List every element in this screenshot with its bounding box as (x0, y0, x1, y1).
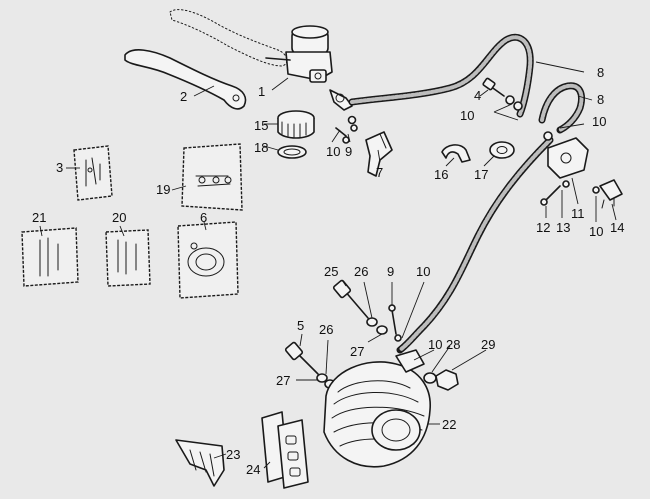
callout-10-block: 10 (592, 114, 606, 129)
callout-15: 15 (254, 118, 268, 133)
block-mount-bolt (540, 180, 570, 206)
kit-bag-19 (181, 143, 243, 211)
caliper-bleed-screw (388, 304, 402, 342)
bleed-screw-upper (335, 127, 350, 144)
callout-labels: 1 2 3 4 5 6 7 8 8 9 9 10 10 10 10 10 10 … (32, 65, 624, 477)
callout-25: 25 (324, 264, 338, 279)
callout-17: 17 (474, 167, 488, 182)
caliper-bolt-upper (332, 279, 388, 335)
brake-caliper (323, 349, 431, 468)
callout-10-upper: 10 (326, 144, 340, 159)
kit-bag-21 (21, 227, 79, 287)
callout-11: 11 (571, 206, 585, 221)
callout-29: 29 (481, 337, 495, 352)
brake-pads (261, 411, 309, 489)
callout-12: 12 (536, 220, 550, 235)
caliper-nut (435, 369, 459, 391)
callout-1: 1 (258, 84, 265, 99)
leader-lines (39, 61, 617, 469)
kit-bag-20 (105, 229, 151, 287)
master-cylinder (265, 25, 333, 83)
callout-24: 24 (246, 462, 260, 477)
callout-18: 18 (254, 140, 268, 155)
caliper-bolt-lower (284, 341, 336, 389)
brake-hose-upper-texture (350, 35, 533, 116)
pad-springs (175, 439, 225, 487)
caliper-washer (423, 372, 437, 384)
callout-9-upper: 9 (345, 144, 352, 159)
callout-27-lower: 27 (276, 373, 290, 388)
reservoir-cap (277, 110, 315, 139)
callout-28: 28 (446, 337, 460, 352)
callout-20: 20 (112, 210, 126, 225)
callout-8-middle: 8 (597, 92, 604, 107)
callout-10-hose: 10 (416, 264, 430, 279)
callout-26-upper: 26 (354, 264, 368, 279)
callout-16: 16 (434, 167, 448, 182)
hose-clamp (441, 144, 471, 163)
callout-27-upper: 27 (350, 344, 364, 359)
brake-hose-middle (538, 82, 585, 134)
kit-bag-3 (73, 145, 113, 201)
callout-10-junction: 10 (460, 108, 474, 123)
brake-lever (124, 49, 247, 110)
distribution-block (543, 131, 589, 179)
callout-19: 19 (156, 182, 170, 197)
brake-hose-upper (348, 33, 534, 118)
brake-hose-middle-texture (540, 83, 584, 132)
hose-grommet (489, 141, 515, 159)
kit-bag-6 (177, 221, 239, 299)
callout-14: 14 (610, 220, 624, 235)
callout-8-upper: 8 (597, 65, 604, 80)
brake-hose-lower-texture (398, 138, 552, 352)
callout-9-caliper: 9 (387, 264, 394, 279)
callout-3: 3 (56, 160, 63, 175)
callout-22: 22 (442, 417, 456, 432)
callout-4: 4 (474, 88, 481, 103)
callout-6: 6 (200, 210, 207, 225)
lever-pivot (232, 94, 240, 102)
junction-bolt (482, 77, 523, 111)
callout-10-switch: 10 (589, 224, 603, 239)
callout-2: 2 (180, 89, 187, 104)
callout-5: 5 (297, 318, 304, 333)
callout-10-caliper: 10 (428, 337, 442, 352)
callout-13: 13 (556, 220, 570, 235)
reservoir-gasket (277, 145, 307, 159)
callout-7: 7 (376, 165, 383, 180)
banjo-fitting-upper (329, 89, 358, 132)
brake-light-switch (592, 179, 623, 209)
callout-26-lower: 26 (319, 322, 333, 337)
callout-23: 23 (226, 447, 240, 462)
callout-21: 21 (32, 210, 46, 225)
